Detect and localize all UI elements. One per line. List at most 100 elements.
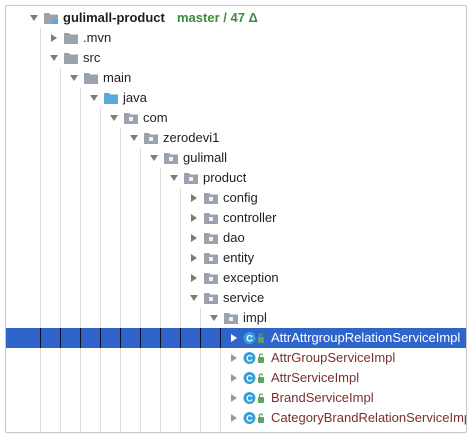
expand-arrow-down-icon[interactable] — [148, 152, 160, 164]
expand-arrow-right-icon[interactable] — [48, 32, 60, 44]
java-class-icon: C — [243, 411, 265, 425]
tree-node-brandserviceimpl[interactable]: C BrandServiceImpl — [6, 388, 466, 408]
tree-node-label: zerodevi1 — [163, 130, 220, 145]
expand-arrow-down-icon[interactable] — [168, 172, 180, 184]
tree-node-label: service — [223, 290, 265, 305]
tree-node-categorybrandrelationserviceimpl[interactable]: C CategoryBrandRelationServiceImpl — [6, 408, 466, 428]
package-folder-icon — [203, 231, 219, 245]
tree-node-label: controller — [223, 210, 277, 225]
tree-node-mvn[interactable]: .mvn — [6, 28, 466, 48]
indent-guide — [140, 148, 141, 432]
tree-node-label: AttrGroupServiceImpl — [271, 350, 396, 365]
expand-arrow-right-icon[interactable] — [188, 252, 200, 264]
tree-node-gulimall[interactable]: gulimall — [6, 148, 466, 168]
tree-node-attrattrgrouprelationserviceimpl[interactable]: C AttrAttrgroupRelationServiceImpl — [6, 328, 466, 348]
expand-arrow-right-icon[interactable] — [228, 372, 240, 384]
indent-guide — [80, 88, 81, 432]
svg-text:C: C — [246, 414, 253, 424]
java-class-icon: C — [243, 371, 265, 385]
expand-arrow-right-icon[interactable] — [188, 232, 200, 244]
selection-guide — [100, 328, 101, 348]
package-folder-icon — [143, 131, 159, 145]
tree-node-controller[interactable]: controller — [6, 208, 466, 228]
package-folder-icon — [203, 251, 219, 265]
expand-arrow-right-icon[interactable] — [188, 212, 200, 224]
selection-guide — [200, 328, 201, 348]
expand-arrow-down-icon[interactable] — [208, 312, 220, 324]
java-class-icon: C — [243, 351, 265, 365]
expand-arrow-right-icon[interactable] — [228, 412, 240, 424]
tree-node-entity[interactable]: entity — [6, 248, 466, 268]
tree-node-label: java — [123, 90, 147, 105]
expand-arrow-right-icon[interactable] — [188, 192, 200, 204]
expand-arrow-down-icon[interactable] — [88, 92, 100, 104]
tree-node-dao[interactable]: dao — [6, 228, 466, 248]
source-root-folder-icon — [103, 91, 119, 105]
selection-guide — [80, 328, 81, 348]
package-folder-icon — [123, 111, 139, 125]
expand-arrow-down-icon[interactable] — [128, 132, 140, 144]
indent-guide — [220, 328, 221, 432]
tree-node-label: gulimall-product — [63, 10, 165, 25]
expand-arrow-down-icon[interactable] — [48, 52, 60, 64]
tree-node-com[interactable]: com — [6, 108, 466, 128]
tree-node-label: dao — [223, 230, 245, 245]
tree-node-java[interactable]: java — [6, 88, 466, 108]
selection-guide — [40, 328, 41, 348]
tree-node-label: AttrAttrgroupRelationServiceImpl — [271, 330, 461, 345]
package-folder-icon — [163, 151, 179, 165]
selection-guide — [120, 328, 121, 348]
folder-icon — [63, 51, 79, 65]
tree-node-label: config — [223, 190, 258, 205]
tree-node-label: main — [103, 70, 132, 85]
tree-node-service[interactable]: service — [6, 288, 466, 308]
tree-node-config[interactable]: config — [6, 188, 466, 208]
expand-arrow-down-icon[interactable] — [28, 12, 40, 24]
indent-guide — [40, 28, 41, 432]
indent-guide — [100, 108, 101, 432]
svg-text:C: C — [246, 374, 253, 384]
expand-arrow-down-icon[interactable] — [108, 112, 120, 124]
tree-node-zerodevi1[interactable]: zerodevi1 — [6, 128, 466, 148]
folder-icon — [83, 71, 99, 85]
tree-node-attrgroupserviceimpl[interactable]: C AttrGroupServiceImpl — [6, 348, 466, 368]
selection-guide — [220, 328, 221, 348]
tree-node-label: gulimall — [183, 150, 228, 165]
package-folder-icon — [203, 191, 219, 205]
indent-guide — [60, 68, 61, 432]
tree-node-label: product — [203, 170, 247, 185]
expand-arrow-right-icon[interactable] — [188, 272, 200, 284]
tree-node-label: entity — [223, 250, 255, 265]
tree-node-product[interactable]: product — [6, 168, 466, 188]
expand-arrow-right-icon[interactable] — [228, 352, 240, 364]
tree-node-gulimall-product[interactable]: gulimall-product master / 47 Δ — [6, 8, 466, 28]
tree-node-label: com — [143, 110, 168, 125]
tree-node-src[interactable]: src — [6, 48, 466, 68]
tree-node-label: exception — [223, 270, 279, 285]
expand-arrow-down-icon[interactable] — [68, 72, 80, 84]
tree-node-label: CategoryBrandRelationServiceImpl — [271, 410, 467, 425]
package-folder-icon — [203, 291, 219, 305]
package-folder-icon — [203, 271, 219, 285]
expand-arrow-down-icon[interactable] — [188, 292, 200, 304]
selection-guide — [160, 328, 161, 348]
tree-node-label: impl — [243, 310, 267, 325]
indent-guide — [180, 188, 181, 432]
vcs-branch-status: master / 47 Δ — [177, 10, 258, 25]
tree-node-exception[interactable]: exception — [6, 268, 466, 288]
selection-guide — [180, 328, 181, 348]
tree-node-label: BrandServiceImpl — [271, 390, 374, 405]
tree-node-impl[interactable]: impl — [6, 308, 466, 328]
expand-arrow-right-icon[interactable] — [228, 392, 240, 404]
expand-arrow-right-icon[interactable] — [228, 332, 240, 344]
indent-guide — [160, 168, 161, 432]
java-class-icon: C — [243, 391, 265, 405]
package-folder-icon — [223, 311, 239, 325]
tree-node-main[interactable]: main — [6, 68, 466, 88]
indent-guide — [200, 308, 201, 432]
svg-text:C: C — [246, 334, 253, 344]
package-folder-icon — [203, 211, 219, 225]
tree-node-label: src — [83, 50, 101, 65]
